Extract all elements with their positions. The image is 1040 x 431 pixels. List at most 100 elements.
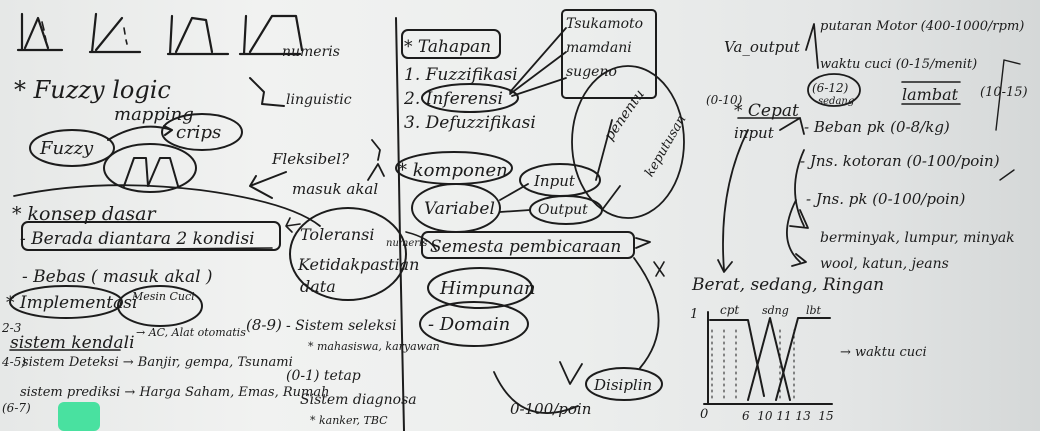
konsep-underline bbox=[37, 247, 273, 251]
method-tsukamoto: Tsukamoto bbox=[566, 16, 643, 32]
method-mamdani: mamdani bbox=[566, 40, 632, 56]
himpunan-ellipse bbox=[427, 267, 533, 309]
tahapan-2: 2. Inferensi bbox=[403, 89, 503, 109]
input-brace bbox=[779, 117, 805, 135]
range-bracket bbox=[493, 361, 583, 414]
jenis-pakaian-values: wool, katun, jeans bbox=[820, 256, 949, 272]
variabel-output-label: Va_output bbox=[724, 38, 801, 56]
variabel-label: Variabel bbox=[424, 199, 495, 219]
crisp-ellipse bbox=[161, 113, 243, 151]
beban-arrow bbox=[717, 129, 749, 273]
range-2-3: 2-3 bbox=[1, 321, 22, 335]
membership-chart bbox=[703, 311, 833, 405]
semesta-box bbox=[421, 231, 635, 259]
beban-pakaian: - Beban pk (0-8/kg) bbox=[804, 118, 950, 136]
lambat-brackets bbox=[901, 81, 961, 105]
numeris-label: numeris bbox=[282, 44, 340, 60]
tahapan-3: 3. Defuzzifikasi bbox=[404, 113, 536, 133]
implementasi-label: * Implementasi bbox=[6, 293, 137, 313]
waktu-cuci-axis-label: → waktu cuci bbox=[840, 345, 927, 360]
fuzzy-label: Fuzzy bbox=[39, 138, 94, 159]
tahapan-box bbox=[401, 29, 501, 59]
konsep-item-2: - Bebas ( masuk akal ) bbox=[22, 267, 213, 287]
numeris-connector bbox=[405, 231, 437, 251]
input-label: Input bbox=[533, 172, 576, 190]
toleransi-arrowhead bbox=[285, 217, 301, 233]
penentu-arrows bbox=[595, 119, 621, 211]
mahasiswa-karyawan: * mahasiswa, karyawan bbox=[308, 340, 440, 353]
domain-label: - Domain bbox=[428, 314, 510, 335]
mesin-cuci-label: Mesin Cuci bbox=[131, 290, 195, 303]
sistem-seleksi-label: - Sistem seleksi bbox=[286, 318, 396, 334]
data-label: data bbox=[300, 277, 336, 296]
range-6-12-ellipse bbox=[807, 73, 861, 107]
methods-box bbox=[561, 9, 657, 99]
semesta-to-disiplin bbox=[633, 257, 660, 369]
range-6-12: (6-12) bbox=[812, 81, 849, 95]
toleransi-ellipse bbox=[289, 207, 407, 301]
tahapan-1: 1. Fuzzifikasi bbox=[404, 65, 518, 85]
sistem-prediksi-label: sistem prediksi → Harga Saham, Emas, Rum… bbox=[20, 385, 329, 400]
masuk-akal-label: masuk akal bbox=[292, 180, 378, 198]
kanker-tbc: * kanker, TBC bbox=[310, 414, 388, 427]
sistem-diagnosa-label: Sistem diagnosa bbox=[300, 392, 417, 408]
sistem-kendali-examples: → AC, Alat otomatis bbox=[136, 326, 246, 339]
numeris-side-label: numeris bbox=[386, 238, 427, 249]
masuk-akal-arrow bbox=[367, 139, 385, 181]
chart-label-cepat: cpt bbox=[720, 303, 739, 317]
sedang-label: sedang bbox=[818, 96, 854, 107]
crisp-label: crips bbox=[176, 122, 221, 143]
method-sugeno: sugeno bbox=[566, 64, 617, 80]
jenis-pakaian: - Jns. pk (0-100/poin) bbox=[806, 190, 965, 208]
cepat-label: * Cepat bbox=[734, 101, 799, 121]
chart-label-lambat: lbt bbox=[806, 304, 822, 317]
mesin-cuci-ellipse bbox=[117, 285, 203, 327]
range-0-10: (0-10) bbox=[706, 93, 743, 107]
chart-y-zero: 0 bbox=[700, 407, 708, 422]
output-label: Output bbox=[538, 202, 588, 218]
inferensi-fan bbox=[509, 27, 567, 97]
fleksibel-arrow bbox=[249, 171, 287, 199]
semesta-label: Semesta pembicaraan bbox=[430, 237, 621, 257]
lambat-label: lambat bbox=[902, 85, 959, 104]
penentu-ellipse bbox=[571, 65, 685, 219]
konsep-dasar-label: * konsep dasar bbox=[12, 203, 157, 225]
implementasi-ellipse bbox=[9, 285, 123, 319]
waktu-cuci-output: waktu cuci (0-15/menit) bbox=[820, 57, 977, 72]
ketidakpastian-label: Ketidakpastian bbox=[297, 255, 419, 274]
chart-label-sedang: sdng bbox=[762, 304, 789, 317]
board-divider bbox=[395, 17, 405, 431]
chart-y-one: 1 bbox=[690, 307, 698, 322]
beban-values: Berat, sedang, Ringan bbox=[691, 275, 884, 295]
fleksibel-label: Fleksibel? bbox=[271, 150, 350, 168]
faint-marks bbox=[995, 59, 1021, 181]
linguistic-label: linguistic bbox=[286, 92, 352, 108]
chart-x-ticks: 6 10 11 13 15 bbox=[742, 409, 834, 423]
mapping-ellipse bbox=[103, 143, 197, 193]
konsep-box bbox=[21, 221, 281, 251]
mapping-graph bbox=[123, 157, 179, 187]
komponen-label: * komponen bbox=[398, 160, 508, 181]
putaran-motor: putaran Motor (400-1000/rpm) bbox=[820, 19, 1024, 34]
green-marker-highlight bbox=[58, 402, 100, 431]
disiplin-label: Disiplin bbox=[593, 376, 652, 394]
fuzzy-ellipse bbox=[29, 129, 115, 167]
membership-sketches bbox=[16, 12, 304, 56]
konsep-arc bbox=[13, 184, 321, 227]
range-4-5: 4-5) bbox=[1, 355, 26, 369]
range-8-9: (8-9) bbox=[246, 316, 282, 334]
sistem-kendali-label: sistem kendali bbox=[10, 333, 135, 353]
pakaian-arrow bbox=[786, 199, 807, 267]
mapping-arrow bbox=[107, 125, 173, 141]
keputusan-label: keputusan bbox=[642, 113, 689, 180]
jenis-kotoran: - Jns. kotoran (0-100/poin) bbox=[800, 152, 1000, 170]
toleransi-label: Toleransi bbox=[300, 225, 374, 244]
kotoran-arrow bbox=[789, 149, 809, 229]
range-10-15: (10-15) bbox=[980, 85, 1028, 100]
fuzzy-logic-title: * Fuzzy logic bbox=[14, 76, 171, 104]
konsep-item-1: - Berada diantara 2 kondisi bbox=[20, 229, 255, 249]
sistem-deteksi-label: sistem Deteksi → Banjir, gempa, Tsunami bbox=[22, 355, 293, 370]
input-label-right: input bbox=[734, 124, 775, 142]
